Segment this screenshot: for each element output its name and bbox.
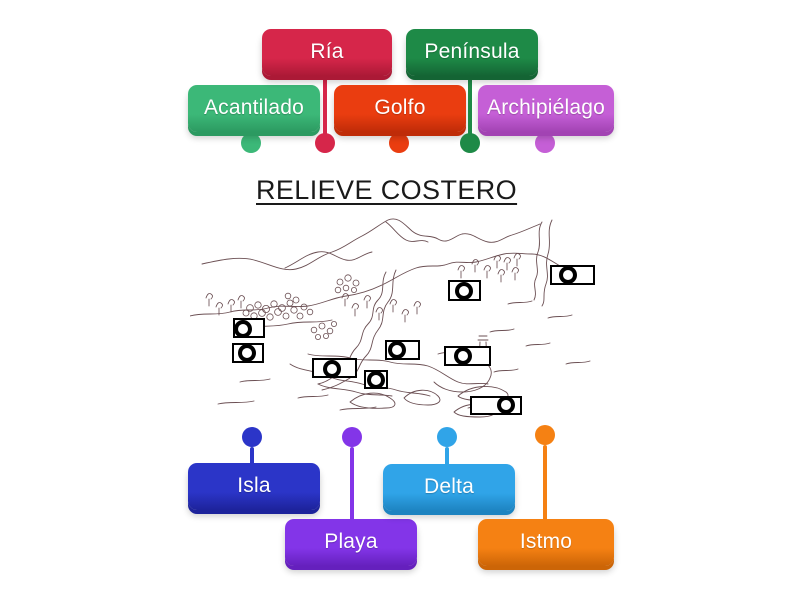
word-tile-acantilado[interactable]: Acantilado [188,85,320,132]
tile-connector-stem [543,445,547,521]
word-tile-delta[interactable]: Delta [383,464,515,511]
tile-connector-dot[interactable] [389,133,409,153]
word-tile-golfo[interactable]: Golfo [334,85,466,132]
drop-zone-anchor-icon [367,371,385,389]
word-tile-playa[interactable]: Playa [285,519,417,566]
tile-connector-dot[interactable] [342,427,362,447]
word-tile-label: Península [424,40,520,63]
word-tile-isla[interactable]: Isla [188,463,320,510]
word-tile-label: Playa [324,530,378,553]
tile-connector-dot[interactable] [241,133,261,153]
word-tile-peninsula[interactable]: Península [406,29,538,76]
tile-connector-stem [250,447,254,465]
drop-zone-anchor-icon [234,320,252,338]
drop-zone-anchor-icon [388,341,406,359]
drop-zone-anchor-icon [559,266,577,284]
word-tile-label: Delta [423,475,475,498]
word-tile-label: Ría [310,40,344,63]
word-tile-istmo[interactable]: Istmo [478,519,614,566]
word-tile-label: Golfo [374,96,426,119]
tile-connector-dot[interactable] [315,133,335,153]
drop-zone-anchor-icon [497,396,515,414]
tile-connector-dot[interactable] [535,133,555,153]
word-tile-label: Istmo [519,530,573,553]
drop-zone-anchor-icon [454,347,472,365]
tile-connector-stem [323,76,327,146]
word-tile-label: Acantilado [203,96,305,119]
tile-connector-stem [468,76,472,146]
word-tile-label: Isla [237,474,271,497]
word-tile-ria[interactable]: Ría [262,29,392,76]
tile-connector-dot[interactable] [242,427,262,447]
tile-connector-dot[interactable] [535,425,555,445]
page-title: RELIEVE COSTERO [256,175,518,205]
word-tile-archipielago[interactable]: Archipiélago [478,85,614,132]
tile-connector-stem [445,447,449,466]
drop-zone-anchor-icon [455,282,473,300]
tile-connector-stem [350,447,354,521]
drop-zone-anchor-icon [238,344,256,362]
tile-connector-dot[interactable] [437,427,457,447]
word-tile-label: Archipiélago [487,96,605,119]
drop-zone-anchor-icon [323,360,341,378]
tile-connector-dot[interactable] [460,133,480,153]
